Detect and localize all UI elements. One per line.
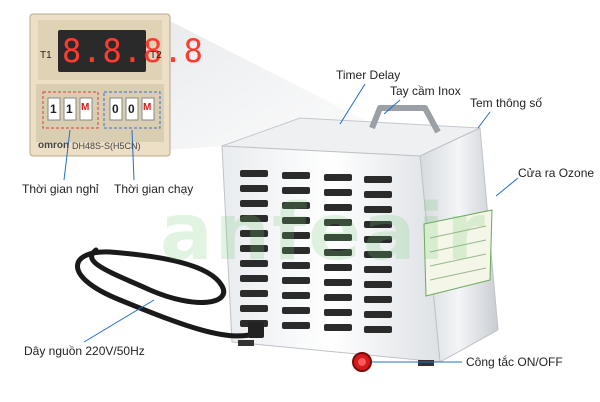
timer-t1-label: T1	[40, 50, 52, 61]
rest-time-highlight	[42, 91, 99, 129]
label-handle: Tay cầm Inox	[390, 84, 461, 98]
label-ozone-outlet: Cửa ra Ozone	[518, 166, 595, 180]
label-power-cord: Dây nguồn 220V/50Hz	[24, 344, 145, 358]
timer-brand: omron	[38, 140, 70, 151]
label-timer-delay: Timer Delay	[336, 68, 401, 82]
timer-inset	[29, 13, 171, 157]
dial-right-2: 0	[128, 102, 135, 116]
spec-sticker	[423, 209, 493, 297]
label-switch: Công tắc ON/OFF	[466, 355, 563, 369]
timer-t2-label: T2	[150, 50, 162, 61]
dial-right-1: 0	[112, 102, 119, 116]
cord-plug	[248, 322, 264, 338]
device-body	[221, 105, 499, 372]
dial-left-3: M	[81, 102, 90, 113]
timer-display: 8.8.8.8	[62, 32, 204, 70]
label-run-time: Thời gian chạy	[114, 182, 194, 196]
dial-left-2: 1	[66, 102, 73, 116]
timer-model: DH48S-S(H5CN)	[72, 141, 141, 151]
label-spec: Tem thông số	[470, 96, 543, 110]
run-time-highlight	[103, 91, 161, 129]
label-rest-time: Thời gian nghỉ	[22, 182, 99, 196]
zoom-beam	[168, 20, 380, 150]
vent-grille	[240, 170, 392, 333]
timer-display-panel	[58, 30, 146, 72]
handle-shape	[369, 105, 441, 134]
callout-lines	[63, 83, 519, 363]
dial-right-3: M	[143, 102, 152, 113]
dial-left-1: 1	[50, 102, 57, 116]
power-cord	[75, 247, 261, 339]
